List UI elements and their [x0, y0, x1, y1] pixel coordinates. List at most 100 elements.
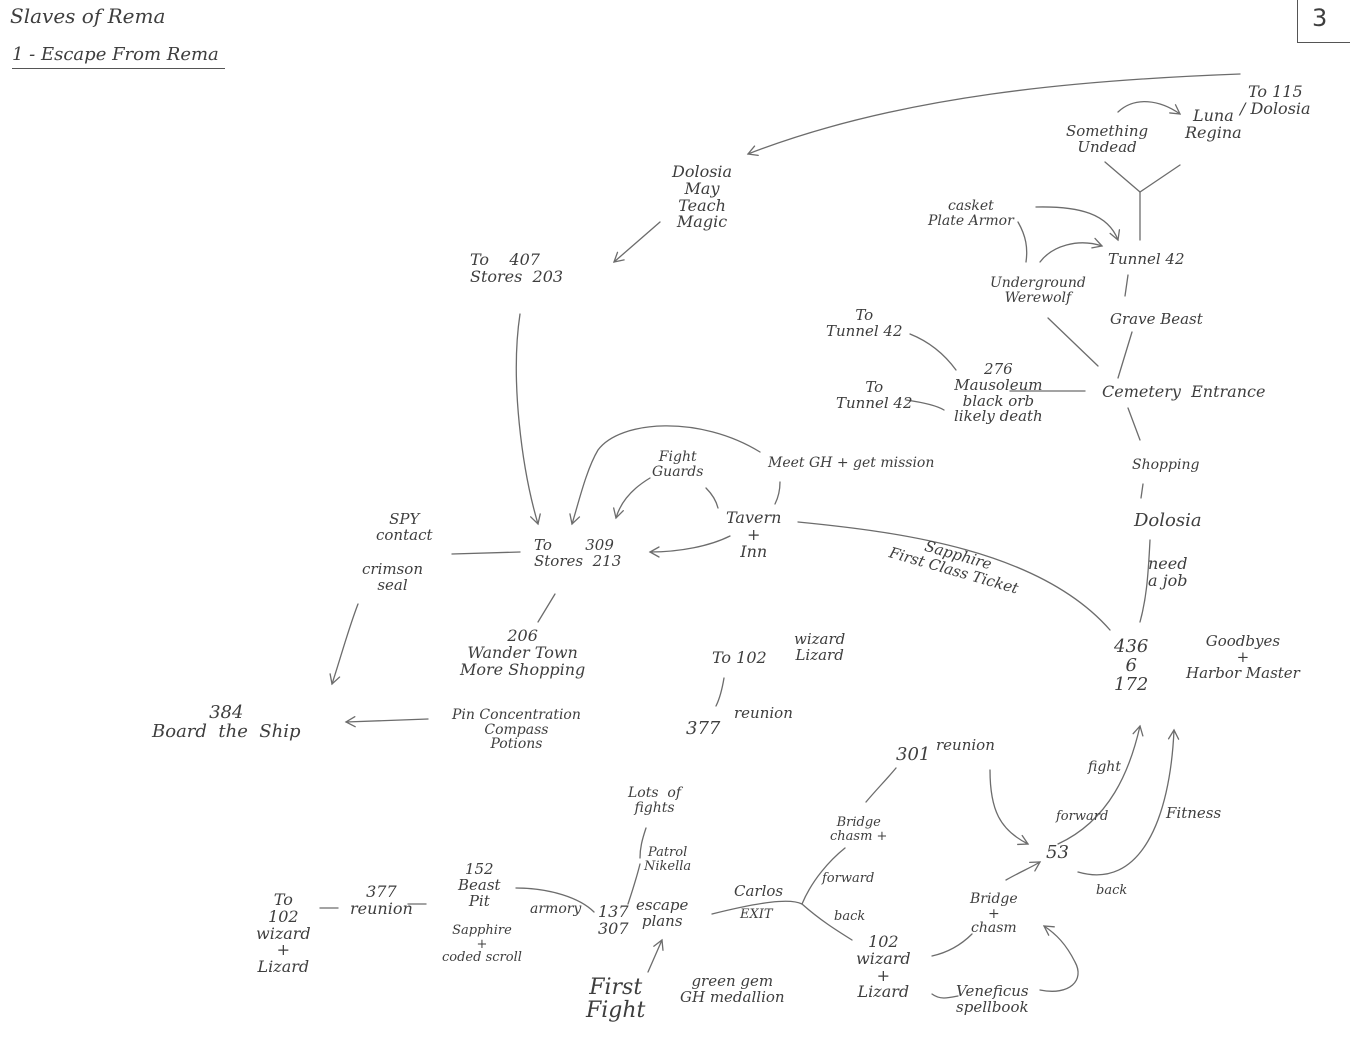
node-377-mid: 377	[686, 718, 721, 739]
edge-plans-carlos	[711, 900, 803, 915]
node-pin-concentration: Pin Concentration Compass Potions	[452, 707, 581, 753]
edge-reunion-53	[989, 769, 1030, 846]
edge-53-436-forward	[1057, 724, 1144, 845]
edge-seal-384	[329, 603, 359, 686]
edge-tavern-stores	[648, 535, 731, 558]
node-fight-guards: Fight Guards	[652, 449, 704, 480]
node-to-102-top: To 102	[712, 648, 767, 667]
edge-werewolf-tunnel	[1039, 237, 1104, 263]
node-green-gem: green gem GH medallion	[680, 972, 785, 1006]
edge-to115-dolosia	[746, 73, 1241, 157]
node-something-undead: Something Undead	[1066, 122, 1149, 156]
edge-301-bridge	[865, 767, 897, 803]
node-cemetery-entrance: Cemetery Entrance	[1102, 382, 1266, 401]
node-301: 301	[896, 744, 931, 765]
node-spy-contact: SPY contact	[376, 510, 433, 544]
node-137: 137 307	[598, 902, 629, 938]
label-back-mid: back	[834, 909, 866, 924]
edge-fights-patrol	[639, 827, 647, 859]
node-377-left: 377 reunion	[350, 882, 413, 918]
node-tunnel-42: Tunnel 42	[1108, 250, 1185, 268]
node-sapphire-scroll: Sapphire + coded scroll	[442, 923, 522, 966]
edge-to407-to309	[515, 313, 541, 526]
page-title: Slaves of Rema	[10, 4, 166, 28]
node-to-tunnel-a: To Tunnel 42	[826, 306, 903, 340]
edge-casket-werewolf	[1017, 221, 1028, 263]
page-number: 3	[1312, 4, 1328, 32]
edge-pin-384	[344, 716, 429, 728]
label-armory: armory	[530, 901, 582, 917]
node-384: 384 Board the Ship	[152, 702, 301, 742]
edge-cemetery-shopping	[1127, 407, 1141, 441]
edge-bridge-53	[1005, 861, 1042, 881]
edge-dolosia-to407	[612, 221, 661, 263]
page-subtitle: 1 - Escape From Rema	[12, 45, 225, 69]
node-to-tunnel-b: To Tunnel 42	[836, 378, 913, 412]
label-exit: EXIT	[740, 907, 773, 922]
node-to-407: To 407 Stores 203	[470, 250, 564, 286]
page-number-box: 3	[1297, 0, 1350, 43]
edge-fightguards-tavern	[705, 487, 719, 509]
edge-102-veneficus	[931, 993, 959, 999]
node-dolosia-town: Dolosia	[1134, 510, 1202, 531]
edge-fightguards	[613, 477, 651, 520]
node-bridge-chasm: Bridge + chasm	[970, 891, 1018, 937]
node-dolosia-magic: Dolosia May Teach Magic	[672, 162, 733, 232]
edge-tunnelb-mausoleum	[905, 399, 945, 411]
node-bridge-chasm-top: Bridge chasm +	[830, 815, 888, 844]
edge-casket-tunnel	[1035, 206, 1121, 242]
label-forward: forward	[1056, 809, 1109, 824]
node-152-beast-pit: 152 Beast Pit	[458, 860, 501, 910]
node-tavern-inn: Tavern + Inn	[726, 508, 782, 561]
edge-grave-cemetery	[1117, 331, 1133, 379]
label-reunion-mid: reunion	[734, 704, 793, 722]
edge-beastpit-137	[515, 887, 595, 913]
edge-dolosia-436	[1139, 539, 1151, 623]
node-crimson-seal: crimson seal	[362, 560, 423, 594]
label-fitness: Fitness	[1166, 804, 1222, 822]
node-meet-gh: Meet GH + get mission	[768, 455, 935, 471]
node-206: 206 Wander Town More Shopping	[460, 626, 586, 679]
node-to-115: To 115 / Dolosia	[1240, 82, 1311, 118]
label-fight: fight	[1088, 759, 1121, 775]
edge-fork-bridge	[801, 847, 846, 905]
node-grave-beast: Grave Beast	[1110, 310, 1203, 328]
edge-fork-102	[801, 903, 853, 941]
edge-fork-left	[1104, 161, 1141, 193]
label-carlos: Carlos	[734, 882, 784, 900]
label-reunion-301: reunion	[936, 736, 995, 754]
node-patrol-nikella: Patrol Nikella	[644, 845, 692, 874]
edge-firstfight-plans	[647, 938, 664, 973]
edge-tavern-436	[797, 521, 1111, 631]
label-forward-mid: forward	[822, 871, 875, 886]
node-veneficus: Veneficus spellbook	[956, 982, 1029, 1016]
edge-veneficus-bridge	[1039, 925, 1079, 992]
node-to-102-left: To 102 wizard + Lizard	[256, 890, 311, 977]
edge-stores-206	[537, 593, 556, 623]
node-to-309: To 309 Stores 213	[534, 536, 622, 570]
node-underground-werewolf: Underground Werewolf	[990, 275, 1086, 306]
node-lots-of-fights: Lots of fights	[628, 785, 682, 816]
edge-werewolf-cemetery	[1047, 317, 1099, 367]
edge-patrol-137	[627, 863, 641, 905]
edge-meetgh-tavern	[774, 481, 781, 505]
node-53: 53	[1046, 842, 1069, 863]
node-shopping: Shopping	[1132, 457, 1200, 473]
label-back: back	[1096, 883, 1128, 898]
edge-tunnela-mausoleum	[909, 333, 957, 371]
edge-loop-stores	[569, 425, 761, 526]
edge-spy-stores	[451, 551, 521, 555]
node-436: 436 6 172	[1114, 636, 1149, 695]
node-luna-regina: Luna Regina	[1185, 106, 1242, 142]
edge-tunnel-grave	[1124, 274, 1129, 297]
node-102-wizard-lizard: 102 wizard + Lizard	[856, 932, 911, 1002]
node-casket: casket Plate Armor	[928, 198, 1014, 229]
node-need-job: need a job	[1148, 554, 1188, 590]
edge-53-436-fitness	[1077, 728, 1180, 876]
edge-undead-luna	[1117, 100, 1182, 115]
edge-102-bridge	[931, 933, 973, 957]
edge-to102-377	[715, 677, 725, 707]
node-wizard-lizard-top: wizard Lizard	[794, 630, 846, 664]
edge-fork-right	[1139, 164, 1181, 193]
